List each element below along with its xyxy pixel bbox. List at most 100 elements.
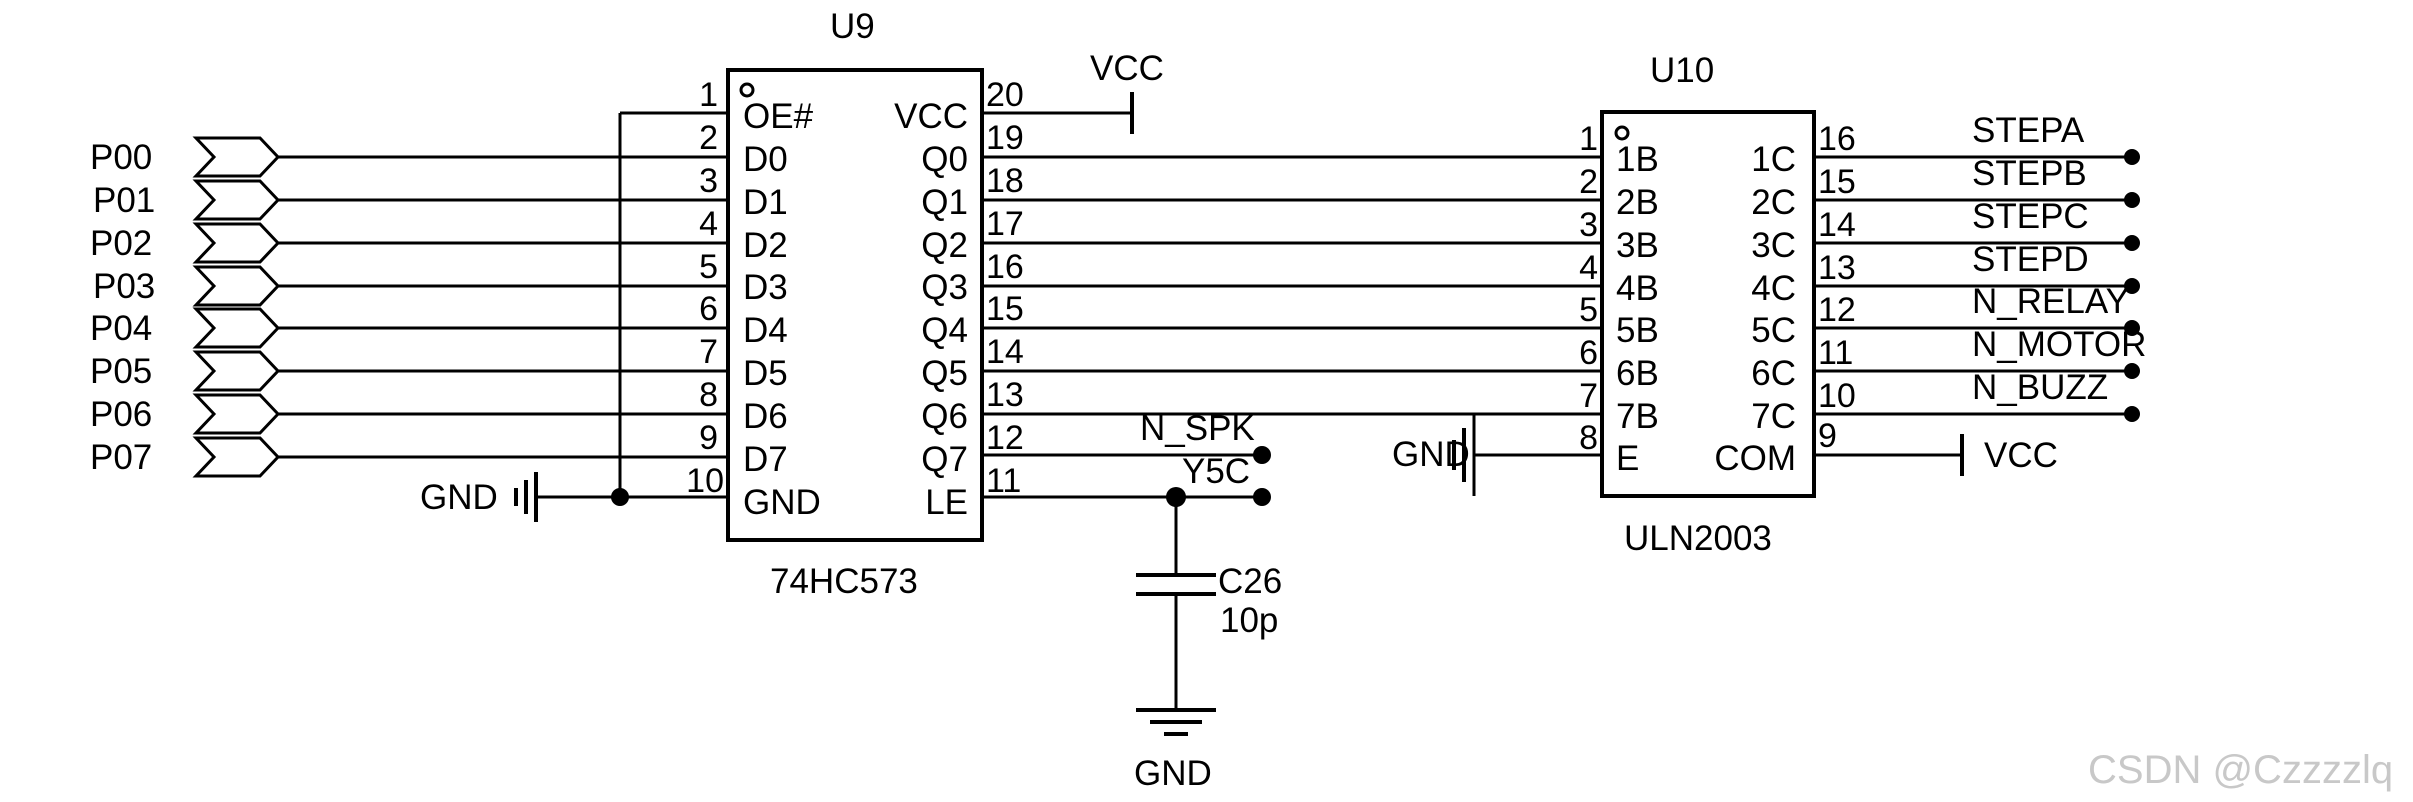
pin-name: Q7	[921, 440, 968, 479]
output-label: N_BUZZ	[1972, 368, 2108, 407]
capacitor-ref: C26	[1218, 562, 1282, 601]
pin-number: 7	[1579, 377, 1598, 415]
pin-name: D2	[743, 226, 788, 265]
u9-vcc-net: VCC	[982, 49, 1164, 134]
pin-number: 4	[699, 205, 718, 243]
q7-spk-net: N_SPK	[982, 409, 1271, 464]
port-label: P00	[90, 138, 152, 177]
pin-number: 5	[1579, 291, 1598, 329]
net-label-n-spk: N_SPK	[1140, 409, 1255, 448]
port-connector-p01: P01	[93, 179, 728, 221]
pin-number: 14	[1818, 206, 1856, 244]
pin-number: 13	[1818, 249, 1856, 287]
output-net-stepd: STEPD	[1814, 240, 2140, 294]
u10-com-vcc-net: VCC	[1814, 434, 2058, 476]
pin-number: 9	[1818, 417, 1837, 455]
pin-name: Q3	[921, 268, 968, 307]
pin-number: 3	[699, 162, 718, 200]
port-label: P03	[93, 267, 155, 306]
pin-number: 6	[1579, 334, 1598, 372]
pin-name: 5C	[1751, 311, 1796, 350]
pin-name: D3	[743, 268, 788, 307]
q-bus-wires	[982, 155, 1602, 416]
pin-name: 6C	[1751, 354, 1796, 393]
output-label: STEPD	[1972, 240, 2089, 279]
port-connector-p00: P00	[90, 136, 728, 178]
chip-u9: U9 74HC573 1 2 3 4 5 6 7 8 9 10 OE# D0 D…	[686, 7, 1024, 601]
port-connector-p06: P06	[90, 393, 728, 435]
pin-name: 7C	[1751, 397, 1796, 436]
chip-ref: U10	[1650, 51, 1714, 90]
pin-number: 7	[699, 333, 718, 371]
pin-number: 2	[699, 119, 718, 157]
pin-name: 2C	[1751, 183, 1796, 222]
pin-number: 16	[986, 248, 1024, 286]
pin-number: 15	[1818, 163, 1856, 201]
chip-part: 74HC573	[770, 562, 918, 601]
pin-name: OE#	[743, 97, 814, 136]
u10-e-gnd-net: GND	[1392, 414, 1602, 496]
pin-number: 11	[1818, 334, 1853, 372]
port-label: P07	[90, 438, 152, 477]
pin-number: 8	[699, 376, 718, 414]
chip-part: ULN2003	[1624, 519, 1772, 558]
gnd-label: GND	[1134, 754, 1212, 793]
capacitor-value: 10p	[1220, 601, 1278, 640]
watermark: CSDN @Czzzzlq	[2088, 748, 2393, 792]
terminal-dot	[1253, 488, 1271, 506]
pin-name: Q4	[921, 311, 968, 350]
port-connector-p04: P04	[90, 307, 728, 349]
pin-number: 16	[1818, 120, 1856, 158]
terminal-dot	[1253, 446, 1271, 464]
pin-number: 13	[986, 376, 1024, 414]
pin-number: 5	[699, 248, 718, 286]
output-label: N_MOTOR	[1972, 325, 2146, 364]
capacitor-c26: C26 10p GND	[1134, 497, 1282, 793]
pin-name: LE	[925, 483, 968, 522]
pin-number: 8	[1579, 419, 1598, 457]
output-net-stepb: STEPB	[1814, 154, 2140, 208]
pin-name: 2B	[1616, 183, 1659, 222]
pin-name: D0	[743, 140, 788, 179]
output-label: STEPC	[1972, 197, 2089, 236]
gnd-label: GND	[420, 478, 498, 517]
pin-name: D4	[743, 311, 788, 350]
pin-number: 12	[986, 419, 1024, 457]
pin-name: VCC	[894, 97, 968, 136]
pin-name: 3B	[1616, 226, 1659, 265]
pin-number: 1	[1579, 120, 1598, 158]
vcc-label: VCC	[1984, 436, 2058, 475]
vcc-label: VCC	[1090, 49, 1164, 88]
pin-number: 10	[1818, 377, 1856, 415]
pin-name: 7B	[1616, 397, 1659, 436]
output-net-stepa: STEPA	[1814, 111, 2140, 165]
pin-number: 6	[699, 290, 718, 328]
port-label: P04	[90, 309, 152, 348]
output-label: N_RELAY	[1972, 282, 2129, 321]
le-y5c-net: Y5C	[982, 452, 1271, 507]
junction-dot	[611, 488, 629, 506]
pin-number: 10	[686, 462, 724, 500]
output-net-n-buzz: N_BUZZ	[1814, 368, 2140, 422]
pin-number: 18	[986, 162, 1024, 200]
pin-name: 5B	[1616, 311, 1659, 350]
output-net-stepc: STEPC	[1814, 197, 2140, 251]
pin-name: Q6	[921, 397, 968, 436]
u9-oe-gnd-net: GND	[420, 111, 728, 522]
pin-name: 1B	[1616, 140, 1659, 179]
pin-name: D6	[743, 397, 788, 436]
pin-name: Q1	[921, 183, 968, 222]
output-net-n-motor: N_MOTOR	[1814, 325, 2146, 379]
pin-number: 1	[699, 76, 718, 114]
pin-number: 19	[986, 119, 1024, 157]
port-label: P06	[90, 395, 152, 434]
port-label: P01	[93, 181, 155, 220]
pin-name: 4B	[1616, 269, 1659, 308]
port-label: P05	[90, 352, 152, 391]
pin-name: Q2	[921, 226, 968, 265]
pin-number: 12	[1818, 291, 1856, 329]
pin-number: 17	[986, 205, 1024, 243]
port-connector-p02: P02	[90, 222, 728, 264]
output-net-n-relay: N_RELAY	[1814, 282, 2140, 336]
